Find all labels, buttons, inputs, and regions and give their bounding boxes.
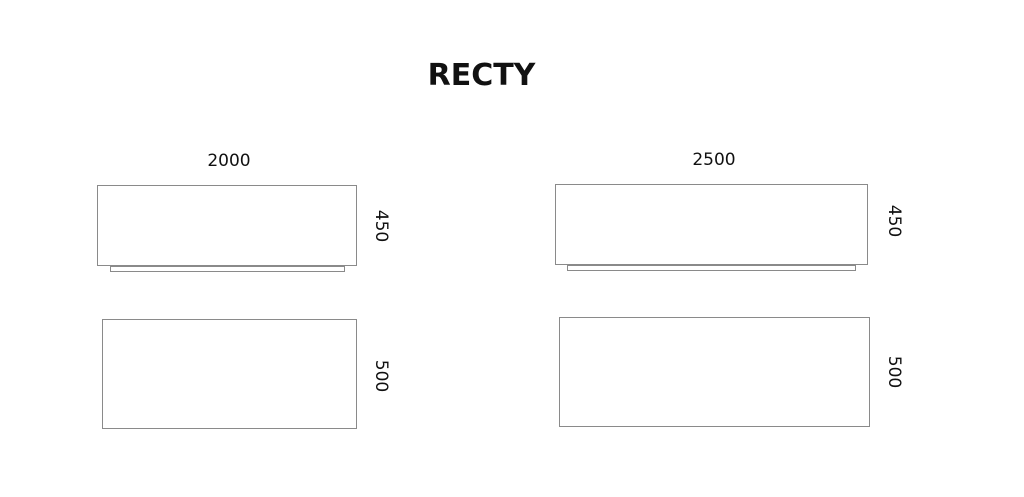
- right-front-elevation: [555, 184, 868, 265]
- right-plinth: [567, 265, 856, 271]
- left-depth-label: 500: [371, 359, 391, 393]
- right-front-height-label: 450: [884, 204, 904, 238]
- left-top-view: [102, 319, 357, 429]
- right-top-view: [559, 317, 870, 427]
- right-depth-label: 500: [884, 355, 904, 389]
- left-front-height-label: 450: [371, 209, 391, 243]
- drawing-title: RECTY: [427, 58, 536, 93]
- right-width-label: 2500: [692, 150, 736, 170]
- left-plinth: [110, 266, 345, 272]
- left-front-elevation: [97, 185, 357, 266]
- left-width-label: 2000: [207, 151, 251, 171]
